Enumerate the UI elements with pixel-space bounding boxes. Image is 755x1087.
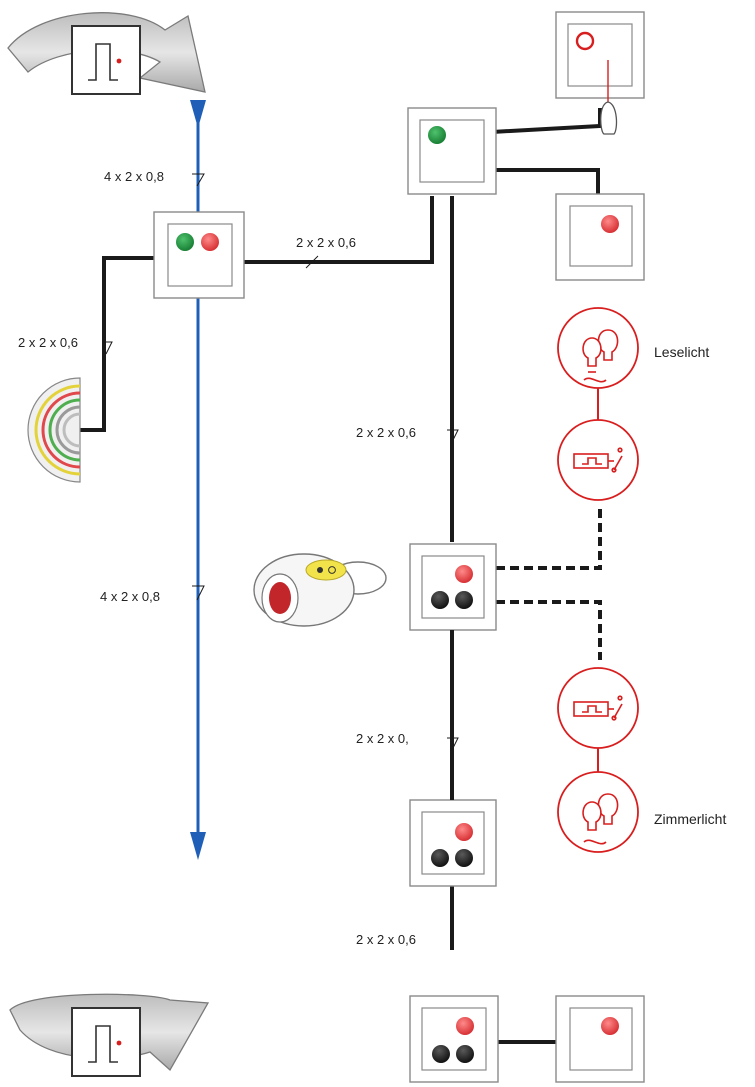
door-pulse-icon xyxy=(88,43,118,81)
bus-lower-label: 4 x 2 x 0,8 xyxy=(100,589,160,604)
leselicht-chain xyxy=(557,307,639,501)
black-button xyxy=(431,849,449,867)
relay-circle xyxy=(557,419,639,501)
left-branch-label: 2 x 2 x 0,6 xyxy=(18,335,78,350)
pull-cord-panel xyxy=(555,11,645,135)
lamp-icon xyxy=(582,329,619,383)
middle-panel xyxy=(409,543,497,631)
vertical-label-3: 2 x 2 x 0,6 xyxy=(356,932,416,947)
leselicht-label: Leselicht xyxy=(654,344,709,360)
black-button xyxy=(455,849,473,867)
relay-circle xyxy=(557,667,639,749)
bottom-right-panel xyxy=(555,995,645,1083)
pull-pendant-icon xyxy=(600,101,618,135)
red-led xyxy=(456,1017,474,1035)
relay-switch-icon xyxy=(573,447,623,473)
zimmerlicht-label: Zimmerlicht xyxy=(654,811,726,827)
black-button xyxy=(456,1045,474,1063)
bus-upper-label: 4 x 2 x 0,8 xyxy=(104,169,164,184)
center-branch-label: 2 x 2 x 0,6 xyxy=(296,235,356,250)
ring-indicator-icon xyxy=(575,31,595,51)
green-led xyxy=(176,233,194,251)
right-panel xyxy=(555,193,645,281)
lamp-icon xyxy=(582,793,619,845)
relay-switch-icon xyxy=(573,695,623,721)
door-dot-icon xyxy=(116,58,122,64)
vertical-label-2: 2 x 2 x 0,6 xyxy=(356,731,416,746)
red-led xyxy=(455,565,473,583)
door-dot-icon xyxy=(116,1040,122,1046)
bus-arrow-bottom-icon xyxy=(190,832,206,860)
door-symbol-box xyxy=(71,25,141,95)
door-signal-arrow-bottom xyxy=(9,993,210,1077)
remote-fob-icon xyxy=(253,553,387,627)
green-led xyxy=(428,126,446,144)
door-pulse-icon xyxy=(88,1025,118,1063)
vertical-label-1: 2 x 2 x 0,6 xyxy=(356,425,416,440)
sensor-fan-icon xyxy=(27,377,81,483)
bus-arrow-top-icon xyxy=(190,100,206,128)
zimmerlicht-chain xyxy=(557,667,639,853)
central-panel xyxy=(153,211,245,299)
door-signal-arrow-top xyxy=(7,12,206,95)
black-button xyxy=(432,1045,450,1063)
door-symbol-box xyxy=(71,1007,141,1077)
bottom-panel xyxy=(409,995,499,1083)
red-led xyxy=(455,823,473,841)
upper-panel xyxy=(407,107,497,195)
panel-4 xyxy=(409,799,497,887)
red-led xyxy=(601,1017,619,1035)
curved-arrow-shape xyxy=(7,12,206,93)
red-led xyxy=(601,215,619,233)
black-button xyxy=(431,591,449,609)
red-led xyxy=(201,233,219,251)
black-button xyxy=(455,591,473,609)
